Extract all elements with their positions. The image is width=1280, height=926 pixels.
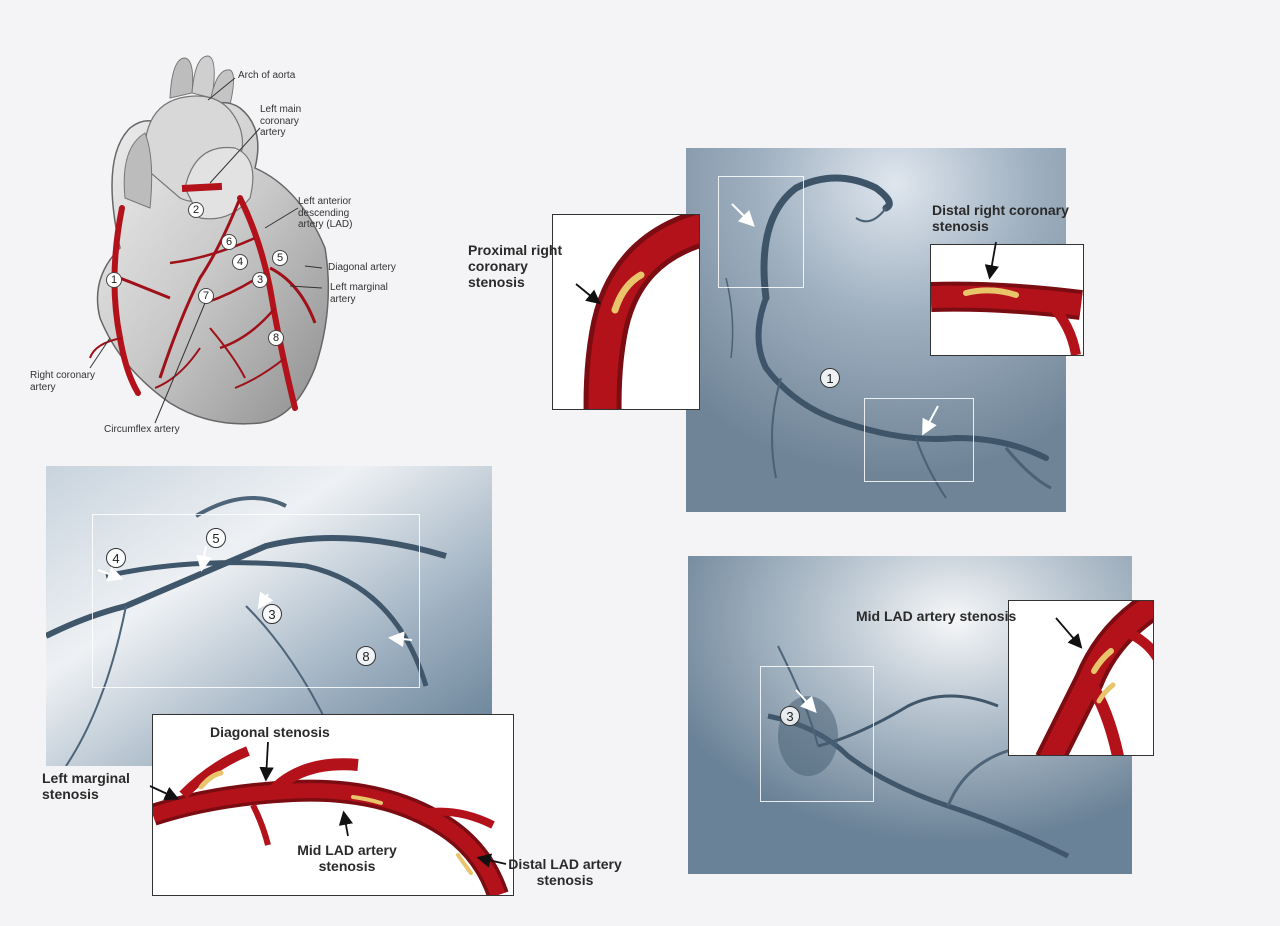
heart-illustration [89, 55, 330, 425]
label-mid-lad-stenosis-right: Mid LAD artery stenosis [856, 608, 1017, 624]
heart-diagram [60, 48, 420, 448]
lca-marker-3: 3 [262, 604, 282, 624]
lca-marker-8: 8 [356, 646, 376, 666]
inset-distal-right-stenosis [930, 244, 1084, 356]
label-diagonal-artery: Diagonal artery [328, 262, 396, 273]
marker-6: 6 [221, 234, 237, 250]
mid-lad-frame [760, 666, 874, 802]
mid-lad-vessel [1035, 601, 1153, 755]
inset-mid-lad-stenosis [1008, 600, 1154, 756]
marker-8: 8 [268, 330, 284, 346]
label-left-main-coronary: Left main coronary artery [260, 104, 302, 138]
marker-3: 3 [252, 272, 268, 288]
marker-5: 5 [272, 250, 288, 266]
rca-proximal-frame [718, 176, 804, 288]
marker-2: 2 [188, 202, 204, 218]
label-distal-lad-stenosis: Distal LAD artery stenosis [508, 856, 622, 889]
distal-rca-vessel [931, 281, 1083, 355]
label-arch-of-aorta: Arch of aorta [238, 70, 296, 81]
label-circumflex-artery: Circumflex artery [104, 424, 180, 435]
inset-lad-stenoses [152, 714, 514, 896]
proximal-rca-vessel [583, 215, 699, 409]
label-lad: Left anterior descending artery (LAD) [298, 196, 353, 230]
marker-4: 4 [232, 254, 248, 270]
marker-7: 7 [198, 288, 214, 304]
lad-vessel [153, 746, 509, 895]
label-proximal-right-stenosis: Proximal right coronary stenosis [468, 242, 563, 291]
label-diagonal-stenosis: Diagonal stenosis [210, 724, 330, 740]
inset-proximal-right-stenosis [552, 214, 700, 410]
label-distal-right-stenosis: Distal right coronary stenosis [932, 202, 1069, 235]
rca-distal-frame [864, 398, 974, 482]
label-right-coronary-artery: Right coronary artery [30, 370, 96, 393]
lca-marker-4: 4 [106, 548, 126, 568]
marker-1: 1 [106, 272, 122, 288]
mid-lad-marker-3: 3 [780, 706, 800, 726]
lca-marker-5: 5 [206, 528, 226, 548]
angio-marker-1: 1 [820, 368, 840, 388]
label-mid-lad-stenosis-bottom: Mid LAD artery stenosis [297, 842, 397, 875]
label-left-marginal-stenosis: Left marginal stenosis [42, 770, 130, 803]
lca-frame [92, 514, 420, 688]
label-left-marginal-artery: Left marginal artery [330, 282, 388, 305]
